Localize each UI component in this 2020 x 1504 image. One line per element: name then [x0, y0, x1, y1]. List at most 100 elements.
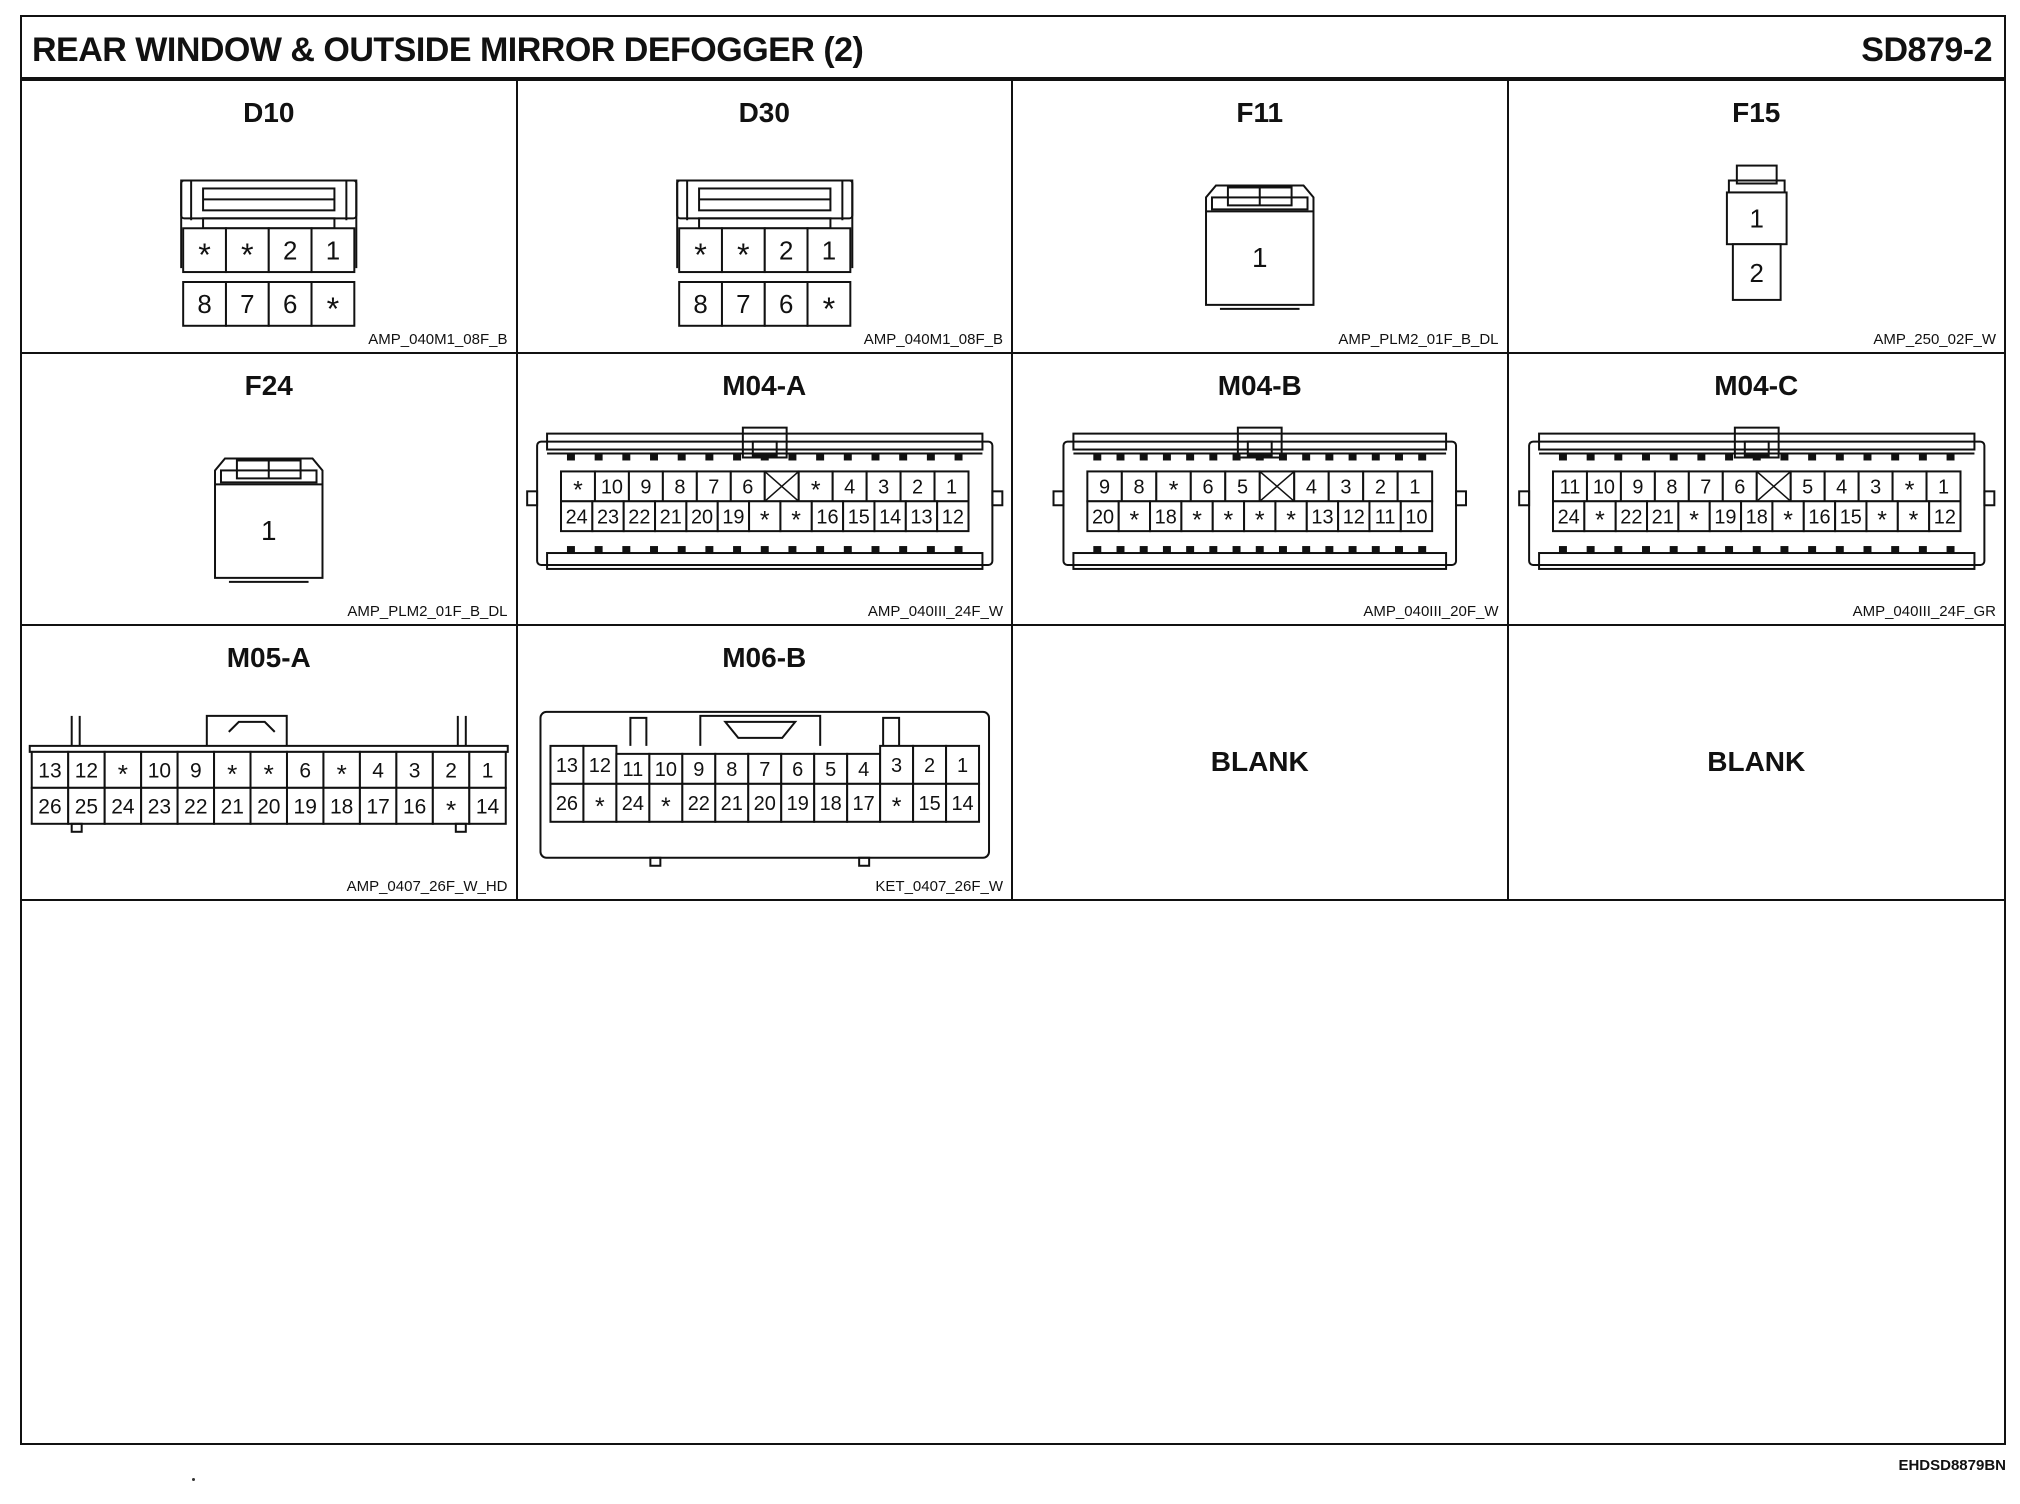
pin-cell [1687, 470, 1724, 502]
pin-empty-mark: * [810, 476, 820, 504]
pin-number: 19 [786, 793, 808, 815]
connector-part: AMP_250_02F_W [1873, 330, 1996, 348]
pin-number: 14 [879, 506, 901, 528]
pin-number: 24 [111, 796, 135, 819]
pin-number: 8 [726, 759, 737, 781]
pin-cell [944, 783, 980, 824]
pin-number: 20 [753, 793, 775, 815]
rail-tick [815, 452, 824, 461]
pin-number: 6 [1734, 476, 1745, 498]
pin-number: 9 [640, 476, 651, 498]
pin-number: 6 [1202, 476, 1213, 498]
pin-number: 3 [1870, 476, 1881, 498]
pin-number: 11 [622, 759, 643, 781]
pin-number: 2 [778, 237, 792, 265]
pin-number: 12 [588, 755, 610, 777]
pin-cell [647, 783, 683, 824]
pin-number: 1 [945, 476, 956, 498]
pin-cell [845, 783, 881, 824]
pin-number: 24 [565, 506, 587, 528]
pin-number: 22 [628, 506, 650, 528]
pin-number: 9 [1099, 476, 1110, 498]
pin-cell [1327, 470, 1365, 502]
connector-lug [1982, 489, 1995, 506]
rail-tick [787, 452, 796, 461]
rail-tick [1162, 452, 1171, 461]
pin-number: 18 [1155, 506, 1177, 528]
pin-cell [249, 751, 288, 790]
pin-cell [812, 783, 848, 824]
pin-cell [358, 751, 398, 790]
connector-part: AMP_040M1_08F_B [863, 330, 1003, 348]
rail-tick [1278, 452, 1287, 461]
pin-cell [944, 745, 980, 786]
connector-id: D10 [243, 97, 295, 128]
pin-cell [1619, 470, 1656, 502]
rail-tick [1395, 452, 1403, 461]
connector-rail [1072, 551, 1448, 570]
pin-cell [684, 499, 719, 532]
pin-empty-mark: * [337, 759, 347, 789]
rail-tick [1890, 452, 1899, 461]
pin-cell [1645, 499, 1679, 532]
connector-id: M05-A [226, 642, 311, 674]
pin-number: 4 [858, 759, 869, 781]
rail-tick [1371, 452, 1380, 461]
pin-empty-mark: * [1689, 506, 1699, 534]
pin-number: 10 [1592, 476, 1614, 498]
rail-tick [898, 452, 907, 461]
pin-cell [1362, 470, 1399, 502]
pin-number: 19 [294, 796, 317, 819]
pin-cell [267, 281, 313, 327]
pin-cell [1120, 470, 1158, 502]
pin-number: 4 [1306, 476, 1317, 498]
pin-empty-mark: * [198, 237, 211, 273]
rail-tick [871, 452, 879, 461]
pin-cell [747, 499, 781, 532]
pin-number: 4 [372, 760, 384, 783]
pin-cell [680, 753, 716, 786]
pin-number: 20 [257, 796, 280, 819]
pin-number: 13 [910, 506, 932, 528]
pin-cell [581, 745, 617, 786]
pin-cell [213, 787, 252, 826]
pin-cell [1731, 243, 1782, 301]
pin-cell [1189, 470, 1227, 502]
pin-number: 17 [852, 793, 874, 815]
rail-tick [1418, 452, 1427, 461]
pin-number: 21 [1651, 506, 1673, 528]
pin-cell [935, 499, 969, 532]
pin-cell [468, 787, 507, 826]
page-code: SD879-2 [1861, 31, 1992, 69]
pin-cell [1614, 499, 1648, 532]
pin-cell [878, 783, 914, 824]
pin-cell [763, 281, 809, 327]
rail-tick [1696, 452, 1705, 461]
connector-id: M06-B [722, 642, 807, 674]
pin-number: 3 [878, 476, 889, 498]
connector-id: M04-C [1714, 369, 1799, 401]
pin-number: 6 [778, 291, 792, 319]
header: REAR WINDOW & OUTSIDE MIRROR DEFOGGER (2… [22, 17, 2004, 81]
pin-number: 5 [1802, 476, 1813, 498]
pin-empty-mark: * [264, 759, 274, 789]
rail-tick [1586, 452, 1595, 461]
pin-cell [1180, 499, 1214, 532]
connector-rail [1537, 432, 1975, 451]
pin-number: 4 [1836, 476, 1847, 498]
pin-cell [590, 499, 625, 532]
pin-number: 25 [75, 796, 98, 819]
pin-number: 2 [1749, 260, 1763, 288]
rail-tick [594, 452, 603, 461]
pin-number: 10 [654, 759, 676, 781]
pin-cell [614, 783, 650, 824]
pin-number: 9 [693, 759, 704, 781]
connector-lug [1517, 489, 1530, 506]
pin-number: 8 [693, 291, 707, 319]
pin-cell [30, 787, 70, 826]
